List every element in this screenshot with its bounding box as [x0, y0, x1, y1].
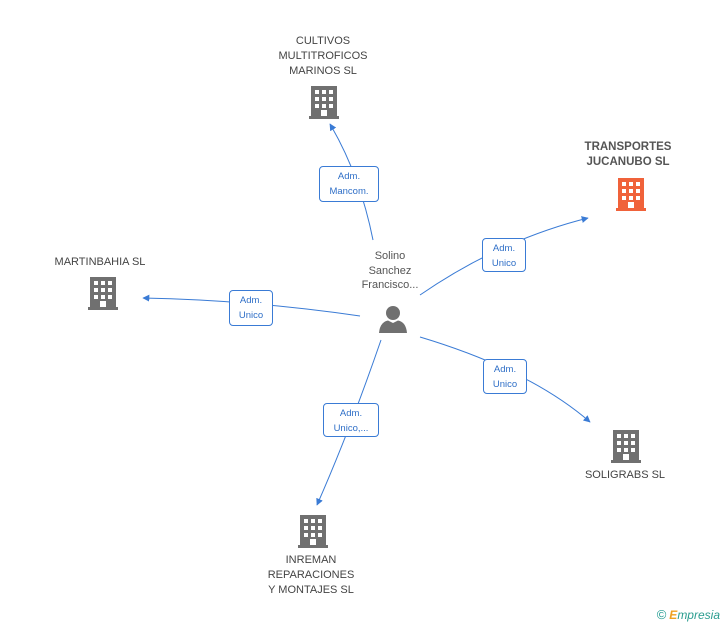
building-icon[interactable] [309, 86, 339, 119]
building-icon[interactable] [298, 515, 328, 548]
relation-label-soligrabs: Adm. Unico [483, 359, 527, 394]
brand-footer: ©Empresia [657, 607, 720, 622]
relation-label-inreman: Adm. Unico,... [323, 403, 379, 437]
building-icon[interactable] [611, 430, 641, 463]
building-icon[interactable] [88, 277, 118, 310]
brand-logo-text: mpresia [677, 608, 720, 622]
copyright-symbol: © [656, 607, 667, 622]
brand-logo-initial: E [669, 608, 678, 622]
relation-label-transportes: Adm. Unico [482, 238, 526, 272]
company-label-martinbahia[interactable]: MARTINBAHIA SL [54, 256, 146, 268]
company-label-cultivos[interactable]: CULTIVOS MULTITROFICOS MARINOS SL [278, 35, 368, 77]
company-label-inreman[interactable]: INREMAN REPARACIONES Y MONTAJES SL [267, 554, 355, 596]
relation-label-martinbahia: Adm. Unico [229, 290, 273, 326]
relation-label-cultivos: Adm. Mancom. [319, 166, 379, 202]
building-icon[interactable] [616, 178, 646, 211]
company-label-transportes[interactable]: TRANSPORTES JUCANUBO SL [584, 141, 672, 168]
company-label-soligrabs[interactable]: SOLIGRABS SL [584, 469, 666, 481]
person-name-label[interactable]: Solino Sanchez Francisco... [361, 250, 419, 291]
person-icon[interactable] [379, 306, 407, 333]
